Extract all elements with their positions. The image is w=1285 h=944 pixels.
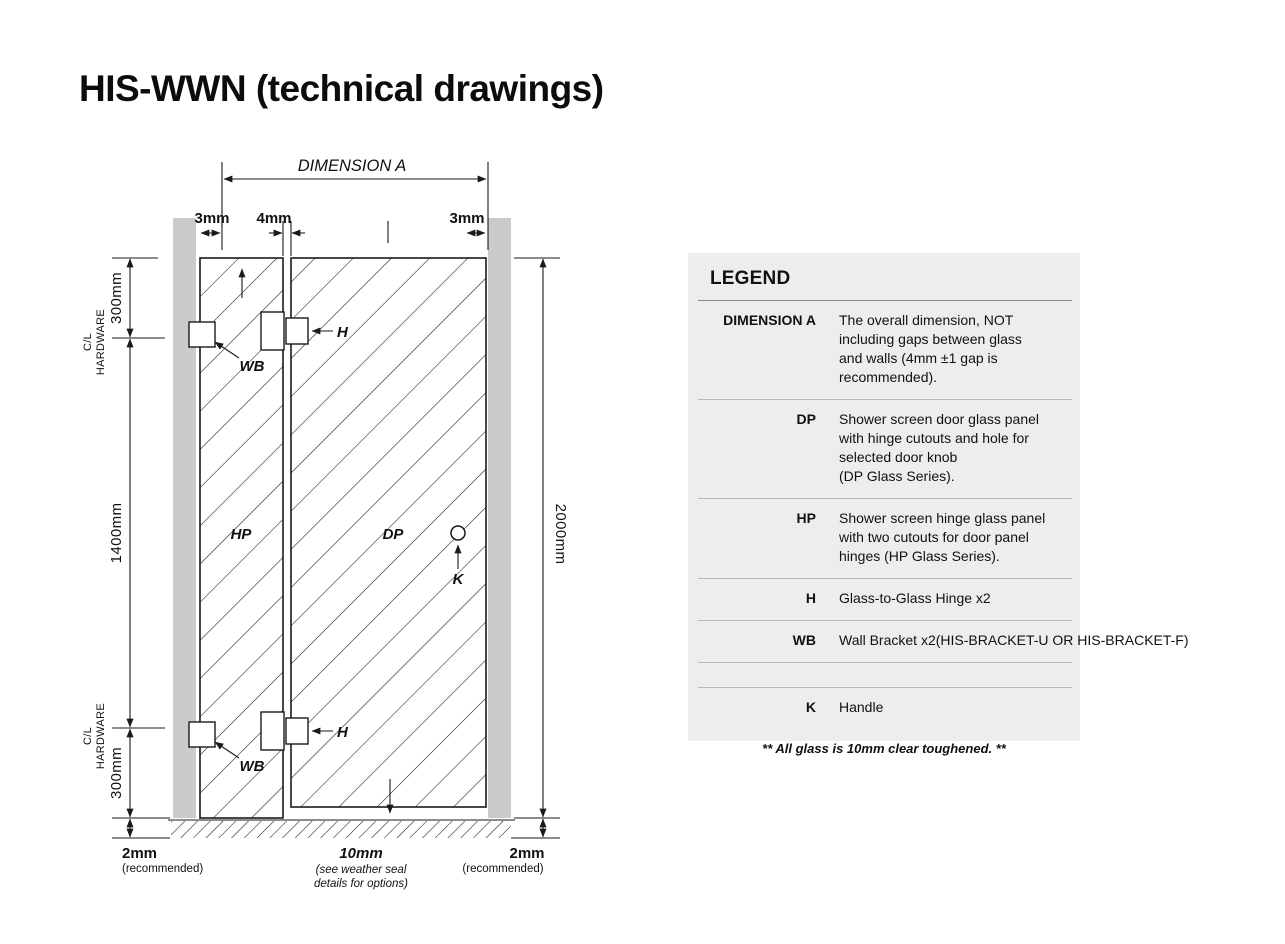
k-label: K xyxy=(453,571,465,588)
legend-panel: LEGEND DIMENSION A The overall dimension… xyxy=(688,253,1189,741)
dim-2000-label: 2000mm xyxy=(552,504,569,565)
bottom-center-note-1: (see weather seal xyxy=(316,864,407,876)
legend-row-spacer xyxy=(688,663,1080,687)
bottom-left-gap-label: 2mm xyxy=(122,845,157,862)
hinge-bottom xyxy=(260,711,309,751)
legend-separator xyxy=(698,620,1072,621)
legend-separator xyxy=(698,687,1072,688)
legend-title: LEGEND xyxy=(710,268,791,289)
wb-top-label: WB xyxy=(240,358,265,375)
legend-footnote: ** All glass is 10mm clear toughened. ** xyxy=(762,741,1006,756)
floor-hatch xyxy=(171,821,511,838)
legend-desc: The overall dimension, NOT including gap… xyxy=(839,312,1022,385)
cl-hardware-top-label-2: HARDWARE xyxy=(95,309,107,375)
h-bottom-label: H xyxy=(337,724,349,741)
legend-separator xyxy=(698,662,1072,663)
wall-bracket-bottom xyxy=(188,721,216,748)
legend-term: K xyxy=(805,699,816,715)
cl-hardware-bottom-label-1: C/L xyxy=(82,727,94,745)
legend-desc: Glass-to-Glass Hinge x2 xyxy=(839,590,991,606)
dim-300-bottom-label: 300mm xyxy=(108,747,125,799)
dimension-a-label: DIMENSION A xyxy=(298,157,406,175)
dim-300-top-label: 300mm xyxy=(108,272,125,324)
page-title: HIS-WWN (technical drawings) xyxy=(79,68,604,109)
legend-separator xyxy=(698,300,1072,301)
left-wall xyxy=(173,218,196,818)
cl-hardware-top-label-1: C/L xyxy=(82,333,94,351)
legend-separator xyxy=(698,399,1072,400)
legend-row-dp: DP Shower screen door glass panel with h… xyxy=(688,400,1080,498)
bottom-center-gap-label: 10mm xyxy=(339,845,382,862)
bottom-left-note: (recommended) xyxy=(122,863,203,875)
h-top-label: H xyxy=(337,324,349,341)
legend-row-wb: WB Wall Bracket x2(HIS-BRACKET-U OR HIS-… xyxy=(688,621,1189,662)
dimension-a xyxy=(221,162,489,250)
legend-row-h: H Glass-to-Glass Hinge x2 xyxy=(688,579,1080,620)
gap-right-label: 3mm xyxy=(449,210,484,227)
wb-top-arrow xyxy=(214,341,240,359)
gap-left-label: 3mm xyxy=(194,210,229,227)
bottom-right-note: (recommended) xyxy=(462,863,543,875)
legend-row-hp: HP Shower screen hinge glass panel with … xyxy=(688,499,1080,578)
left-dimension-lines xyxy=(112,257,170,839)
legend-term: HP xyxy=(796,510,816,526)
gap-middle-label: 4mm xyxy=(256,210,291,227)
legend-term: H xyxy=(805,590,816,606)
bottom-right-gap-label: 2mm xyxy=(509,845,544,862)
bottom-center-note-2: details for options) xyxy=(314,878,408,890)
legend-desc: Wall Bracket x2(HIS-BRACKET-U OR HIS-BRA… xyxy=(839,632,1189,648)
cl-hardware-bottom-label-2: HARDWARE xyxy=(95,703,107,769)
legend-term: WB xyxy=(792,632,816,648)
legend-term: DP xyxy=(796,411,816,427)
legend-row-k: K Handle xyxy=(688,688,1080,729)
wb-bottom-arrow xyxy=(214,741,240,759)
hinge-top xyxy=(260,311,309,351)
dp-label: DP xyxy=(383,526,405,543)
legend-term: DIMENSION A xyxy=(723,312,816,328)
legend-separator xyxy=(698,578,1072,579)
dim-1400-label: 1400mm xyxy=(108,503,125,564)
right-dimension-lines xyxy=(511,257,560,839)
legend-desc: Handle xyxy=(839,699,884,715)
wb-bottom-label: WB xyxy=(240,758,265,775)
hp-label: HP xyxy=(231,526,253,543)
wall-bracket-top xyxy=(188,321,216,348)
right-wall xyxy=(488,218,511,818)
legend-desc: Shower screen hinge glass panel with two… xyxy=(839,510,1046,564)
handle-circle xyxy=(450,525,466,541)
gap-dimensions xyxy=(200,221,486,256)
legend-row-dimension-a: DIMENSION A The overall dimension, NOT i… xyxy=(688,301,1080,399)
legend-desc: Shower screen door glass panel with hing… xyxy=(839,411,1040,484)
legend-separator xyxy=(698,498,1072,499)
